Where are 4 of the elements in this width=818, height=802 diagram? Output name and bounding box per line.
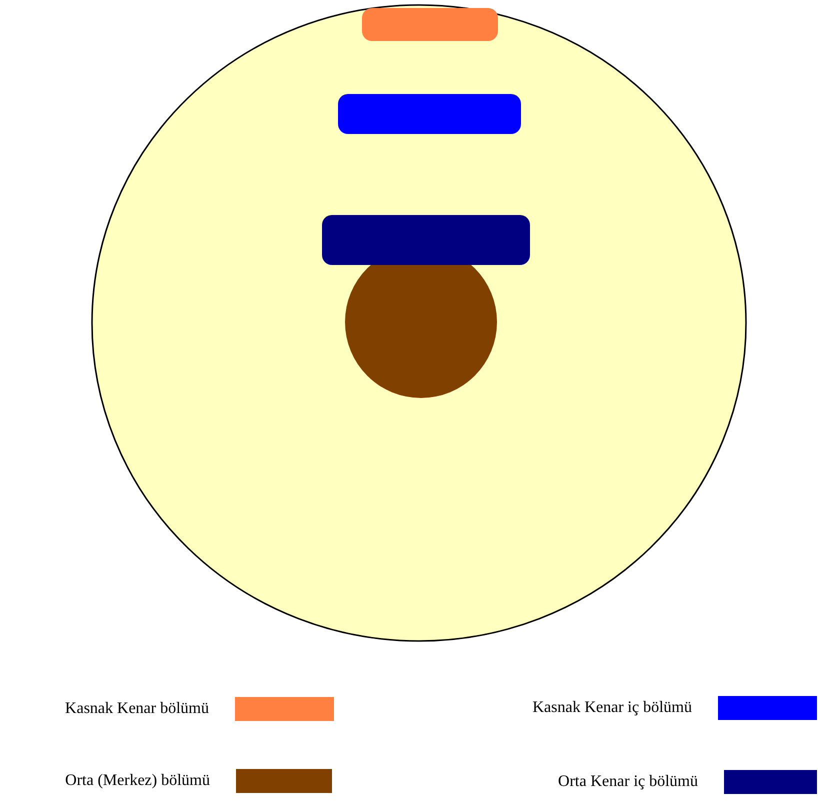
legend-label: Orta (Merkez) bölümü bbox=[65, 772, 210, 790]
legend-label: Orta Kenar iç bölümü bbox=[558, 773, 698, 791]
legend-label: Kasnak Kenar bölümü bbox=[65, 700, 209, 718]
legend-label: Kasnak Kenar iç bölümü bbox=[532, 699, 692, 717]
